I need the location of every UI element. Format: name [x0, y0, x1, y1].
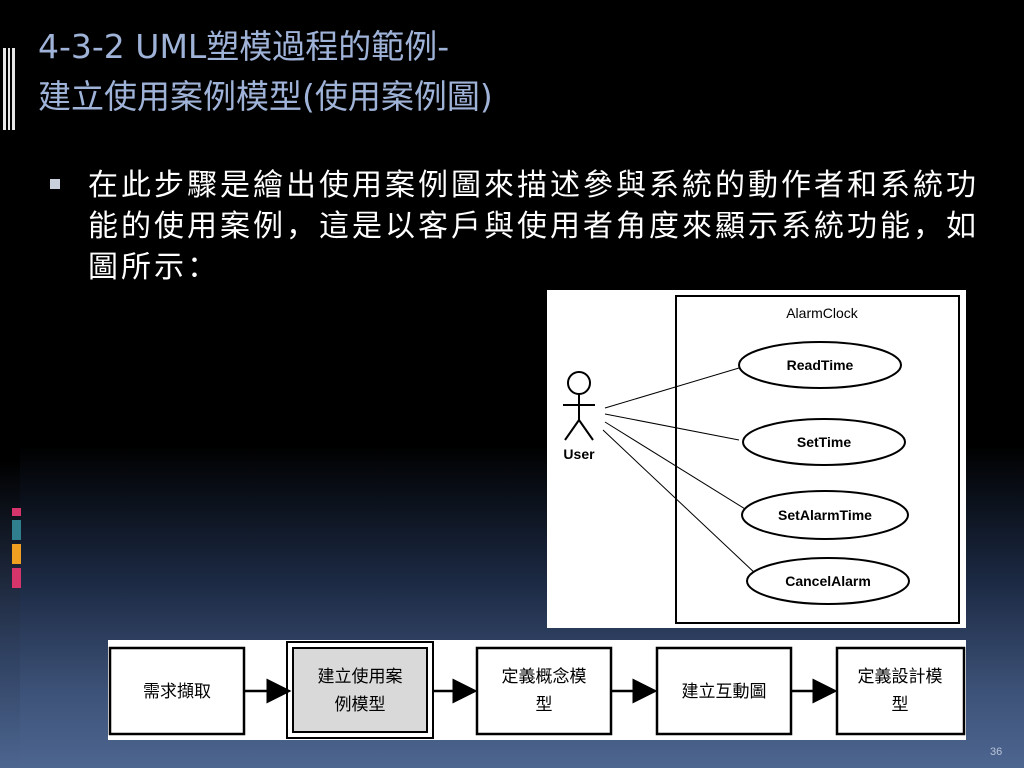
side-color-blocks	[12, 508, 21, 588]
use-case-settime-label: SetTime	[797, 434, 851, 450]
use-case-cancelalarm	[746, 557, 910, 605]
bullet-item: 在此步驟是繪出使用案例圖來描述參與系統的動作者和系統功能的使用案例，這是以客戶與…	[50, 165, 990, 288]
flow-step-1-label: 需求擷取	[143, 682, 211, 701]
pink-block	[12, 508, 21, 516]
flow-step-4-box	[655, 646, 793, 736]
use-case-readtime-label: ReadTime	[787, 357, 854, 373]
flow-step-5-label-line-2: 型	[892, 695, 909, 714]
flow-step-1-box	[108, 646, 246, 736]
actor-user	[563, 371, 595, 441]
use-case-readtime	[738, 341, 902, 389]
flow-step-4-label: 建立互動圖	[682, 682, 767, 701]
flow-step-5-box	[835, 646, 966, 736]
system-name: AlarmClock	[786, 305, 859, 321]
use-case-settime	[742, 418, 906, 466]
page-number: 36	[990, 746, 1003, 758]
use-case-diagram: AlarmClock User ReadTime SetTime SetAlar…	[547, 290, 966, 628]
use-case-diagram-svg: AlarmClock User ReadTime SetTime SetAlar…	[563, 295, 960, 624]
flow-step-2-label-line-1: 建立使用案	[318, 666, 403, 686]
orange-block	[12, 544, 21, 564]
flow-step-5-label-line-1: 定義設計模	[858, 667, 943, 686]
flow-step-2-label-line-2: 例模型	[335, 695, 386, 714]
flow-step-3-label-line-2: 型	[536, 695, 553, 714]
association-line-setalarmtime	[604, 421, 751, 513]
association-line-settime	[604, 413, 740, 441]
association-line-readtime	[604, 367, 740, 409]
process-flow-diagram: 需求擷取 建立使用案 例模型 定義概念模 型 建立互動圖 定義設計模 型	[108, 640, 966, 740]
actor-label: User	[563, 446, 595, 462]
title-bar-decoration	[0, 48, 18, 130]
teal-block	[12, 520, 21, 540]
title-bar-decoration-icon	[3, 48, 15, 130]
use-case-setalarmtime	[741, 490, 909, 540]
title-line-2: 建立使用案例模型(使用案例圖)	[38, 77, 493, 116]
flow-step-2-box	[292, 647, 428, 733]
title-line-1: 4-3-2 UML塑模過程的範例-	[38, 27, 450, 66]
square-bullet-icon	[50, 179, 60, 189]
use-case-setalarmtime-label: SetAlarmTime	[778, 507, 872, 523]
use-case-cancelalarm-label: CancelAlarm	[785, 573, 871, 589]
association-line-cancelalarm	[602, 429, 758, 576]
flow-step-3-label-line-1: 定義概念模	[502, 666, 587, 686]
process-flow-svg: 需求擷取 建立使用案 例模型 定義概念模 型 建立互動圖 定義設計模 型	[108, 641, 966, 739]
flow-step-3-box	[475, 646, 613, 736]
slide-title: 4-3-2 UML塑模過程的範例- 建立使用案例模型(使用案例圖)	[38, 22, 998, 122]
bullet-text: 在此步驟是繪出使用案例圖來描述參與系統的動作者和系統功能的使用案例，這是以客戶與…	[88, 168, 979, 285]
pink-block-2	[12, 568, 21, 588]
